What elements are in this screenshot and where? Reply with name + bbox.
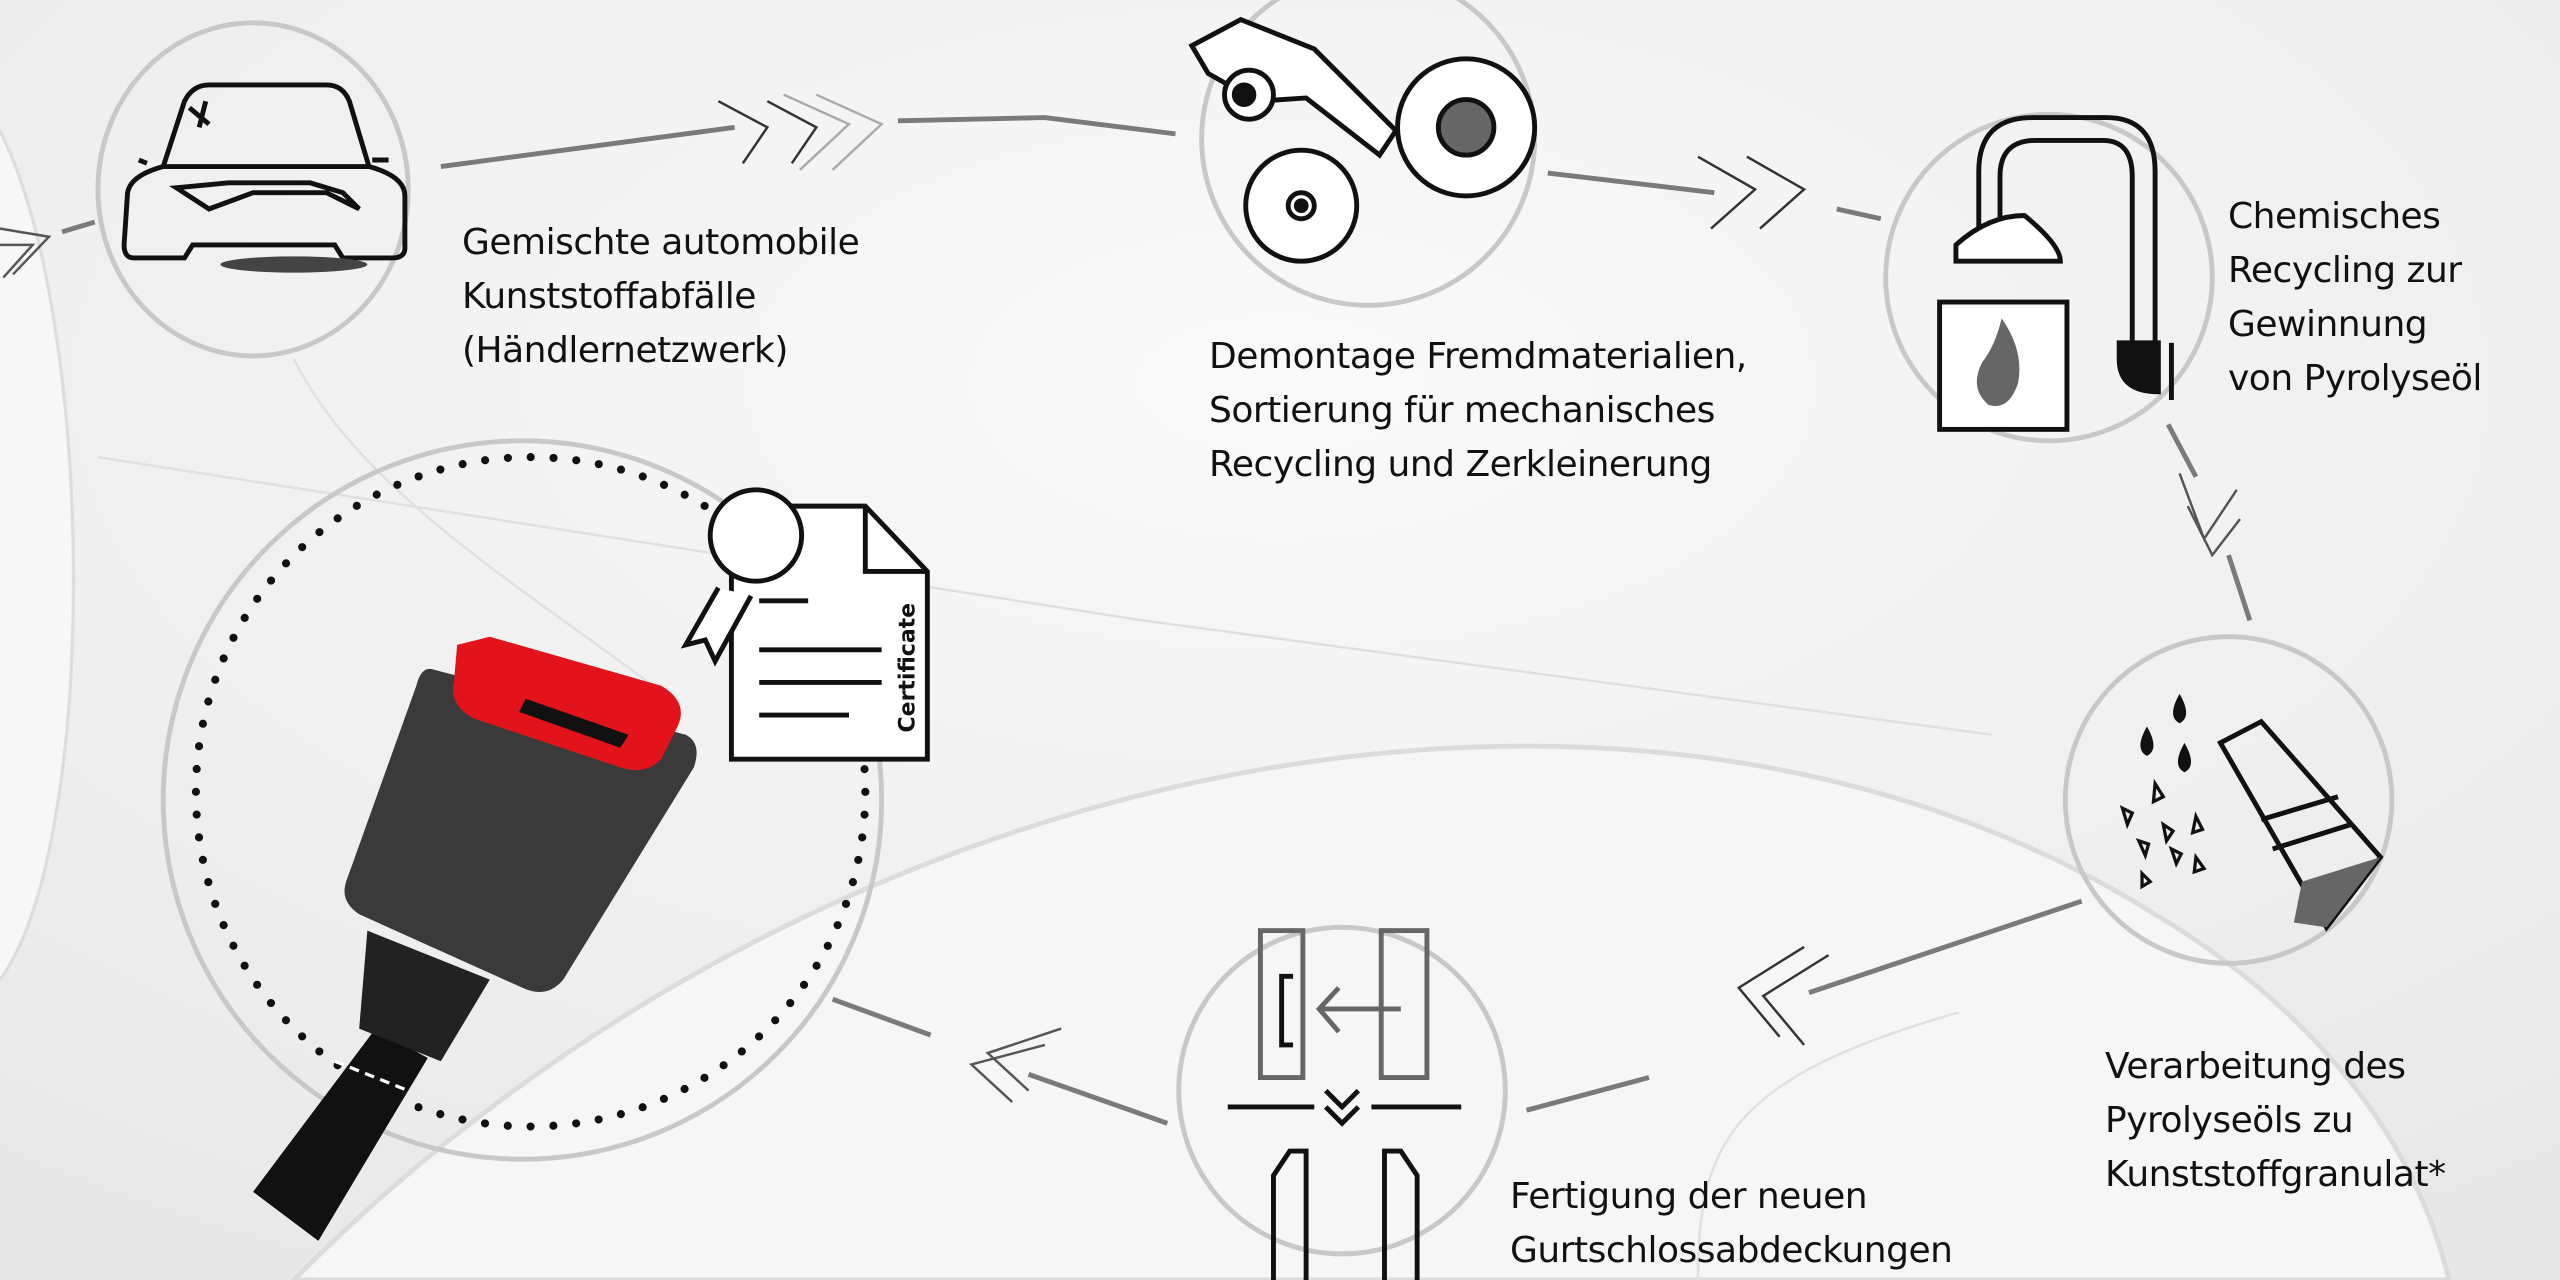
- step-label-waste: Gemischte automobile Kunststoffabfälle (…: [462, 216, 860, 378]
- label-line: Recycling zur: [2228, 250, 2462, 291]
- certificate-icon: [680, 487, 930, 762]
- damaged-car-icon: [121, 82, 408, 261]
- flask-granulate-icon: [2119, 693, 2384, 932]
- background-swoosh: [290, 743, 2452, 1280]
- label-line: Pyrolyseöls zu: [2105, 1100, 2354, 1141]
- step-label-granulate: Verarbeitung des Pyrolyseöls zu Kunststo…: [2105, 1040, 2446, 1202]
- label-line: Sortierung für mechanisches: [1209, 390, 1715, 431]
- dotted-ring: [191, 453, 870, 1131]
- label-line: Demontage Fremdmaterialien,: [1209, 336, 1747, 377]
- label-line: Kunststoffgranulat*: [2105, 1154, 2446, 1195]
- step-label-chemical: Chemisches Recycling zur Gewinnung von P…: [2228, 190, 2482, 406]
- label-line: Gewinnung: [2228, 304, 2428, 345]
- label-line: Kunststoffabfälle: [462, 276, 756, 317]
- shredder-gears-icon: [1188, 16, 1538, 264]
- label-line: von Pyrolyseöl: [2228, 358, 2482, 399]
- step-label-dismantle: Demontage Fremdmaterialien, Sortierung f…: [1209, 330, 1747, 492]
- label-line: Verarbeitung des: [2105, 1046, 2406, 1087]
- label-line: Chemisches: [2228, 196, 2441, 237]
- label-line: (Händlernetzwerk): [462, 330, 788, 371]
- label-line: Recycling und Zerkleinerung: [1209, 444, 1712, 485]
- pyrolysis-reactor-icon: [1937, 115, 2174, 432]
- seatbelt-buckle-icon: [253, 636, 697, 1241]
- label-line: Gurtschlossabdeckungen: [1510, 1230, 1953, 1271]
- flow-connectors: [61, 115, 2253, 1126]
- chevron-arrow-icon: [0, 93, 2241, 1103]
- label-line: Gemischte automobile: [462, 222, 860, 263]
- certificate-label: Certificate: [895, 602, 921, 733]
- car-shadow: [220, 256, 368, 273]
- label-line: Fertigung der neuen: [1510, 1176, 1868, 1217]
- injection-mold-icon: [1227, 928, 1462, 1280]
- step-label-manufacture: Fertigung der neuen Gurtschlossabdeckung…: [1510, 1170, 1953, 1278]
